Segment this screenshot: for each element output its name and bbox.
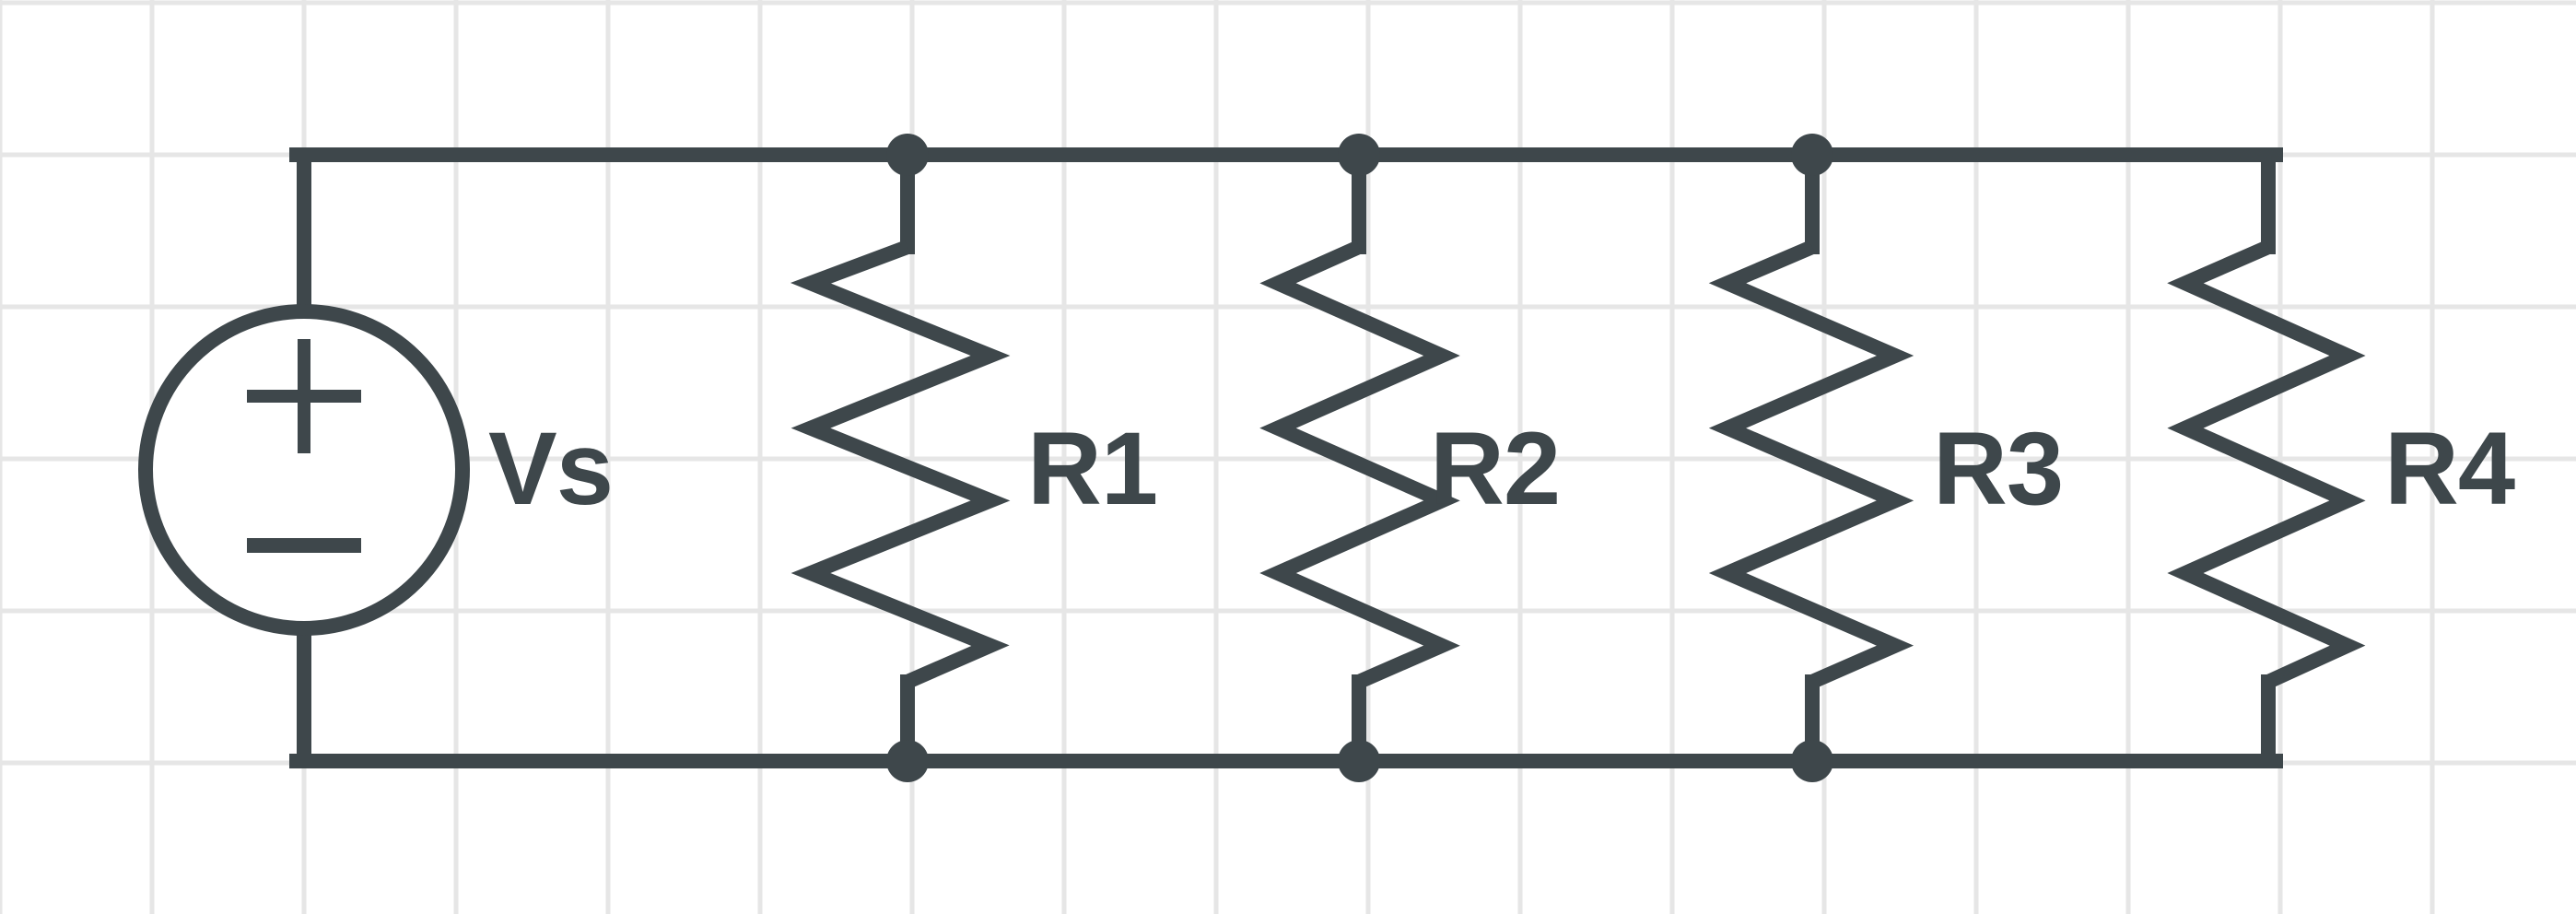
wire-group — [289, 147, 2283, 768]
resistor-zigzag-body — [1708, 240, 1914, 689]
resistor-r3[interactable] — [1708, 147, 1914, 768]
component-label-group: Vs R1 R2 R3 R4 — [488, 411, 2516, 526]
resistor-zigzag-body — [1259, 240, 1460, 689]
resistor-zigzag-body — [2167, 240, 2366, 689]
resistor-r2[interactable] — [1259, 147, 1460, 768]
label-r4: R4 — [2384, 411, 2515, 526]
voltage-source-circle[interactable] — [138, 304, 470, 636]
label-vs: Vs — [488, 411, 613, 526]
node-r2-bottom — [1338, 740, 1380, 782]
node-r1-top — [886, 134, 929, 176]
node-r3-top — [1791, 134, 1833, 176]
node-r3-bottom — [1791, 740, 1833, 782]
junction-node-group — [886, 134, 1833, 782]
label-r2: R2 — [1430, 411, 1560, 526]
label-r3: R3 — [1933, 411, 2063, 526]
voltage-source-vs[interactable] — [138, 304, 470, 636]
resistor-r4[interactable] — [2167, 147, 2366, 768]
label-r1: R1 — [1027, 411, 1157, 526]
node-r1-bottom — [886, 740, 929, 782]
node-r2-top — [1338, 134, 1380, 176]
resistor-r1[interactable] — [790, 147, 1011, 768]
resistor-zigzag-body — [790, 240, 1011, 689]
